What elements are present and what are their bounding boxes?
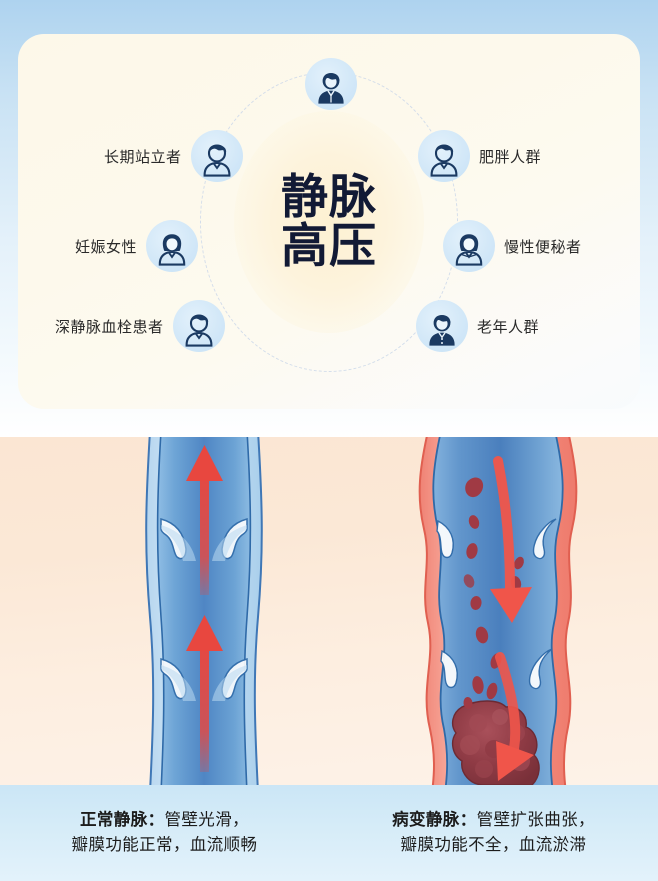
risk-groups-card: 静脉 高压 长期站立者: [18, 34, 640, 409]
caption-normal-line1-rest: 管壁光滑，: [164, 810, 249, 829]
risk-label-pregnant-women: 妊娠女性: [75, 238, 138, 256]
center-title: 静脉 高压: [281, 169, 377, 273]
risk-label-chronic-constipation: 慢性便秘者: [504, 238, 582, 256]
caption-diseased-vein: 病变静脉：管壁扩张曲张， 瓣膜功能不全，血流淤滞: [329, 785, 658, 881]
woman-avatar-icon: [146, 220, 199, 272]
center-title-line2: 高压: [281, 219, 377, 273]
man-avatar-icon: [418, 130, 470, 182]
risk-node-obese[interactable]: 肥胖人群: [418, 130, 541, 182]
risk-groups-section: 静脉 高压 长期站立者: [0, 0, 658, 437]
caption-diseased-line1: 病变静脉：管壁扩张曲张，: [392, 808, 595, 833]
risk-node-elderly[interactable]: 老年人群: [416, 300, 539, 352]
risk-label-long-term-standing: 长期站立者: [104, 148, 182, 166]
risk-node-pregnant-women[interactable]: 妊娠女性: [75, 220, 199, 272]
reflux-arrow-upper: [490, 456, 532, 623]
caption-normal-line1: 正常静脉：管壁光滑，: [80, 808, 249, 833]
man-avatar-icon: [190, 130, 243, 182]
caption-diseased-lead: 病变静脉：: [392, 810, 477, 829]
risk-label-elderly: 老年人群: [477, 318, 540, 336]
caption-normal-line2: 瓣膜功能正常，血流顺畅: [71, 836, 258, 854]
elderly-man-avatar-icon: [416, 300, 468, 352]
caption-diseased-line1-rest: 管壁扩张曲张，: [476, 810, 595, 829]
risk-node-top-unlabeled[interactable]: [305, 58, 357, 110]
center-title-line1: 静脉: [281, 169, 377, 223]
normal-flow-arrow-lower: [186, 615, 223, 772]
risk-node-dvt-patients[interactable]: 深静脉血栓患者: [55, 300, 225, 352]
normal-vein-diagram: [145, 437, 263, 785]
reflux-arrow-lower: [495, 652, 534, 781]
captions-section: 正常静脉：管壁光滑， 瓣膜功能正常，血流顺畅 病变静脉：管壁扩张曲张， 瓣膜功能…: [0, 785, 658, 881]
center-glow: [234, 110, 424, 333]
caption-normal-lead: 正常静脉：: [80, 810, 165, 829]
risk-label-obese: 肥胖人群: [479, 148, 542, 166]
risk-node-long-term-standing[interactable]: 长期站立者: [104, 130, 243, 182]
caption-normal-vein: 正常静脉：管壁光滑， 瓣膜功能正常，血流顺畅: [0, 785, 329, 881]
varicose-vein-diagram: [418, 437, 578, 785]
risk-node-chronic-constipation[interactable]: 慢性便秘者: [443, 220, 582, 272]
normal-flow-arrow-upper: [186, 445, 223, 595]
elderly-man-avatar-icon: [305, 58, 357, 110]
man-avatar-icon: [172, 300, 225, 352]
vein-illustration-section: [0, 437, 658, 785]
risk-label-dvt-patients: 深静脉血栓患者: [55, 318, 164, 336]
caption-diseased-line2: 瓣膜功能不全，血流淤滞: [400, 836, 587, 854]
woman-avatar-icon: [443, 220, 495, 272]
vein-illustrations-svg: [145, 437, 578, 785]
